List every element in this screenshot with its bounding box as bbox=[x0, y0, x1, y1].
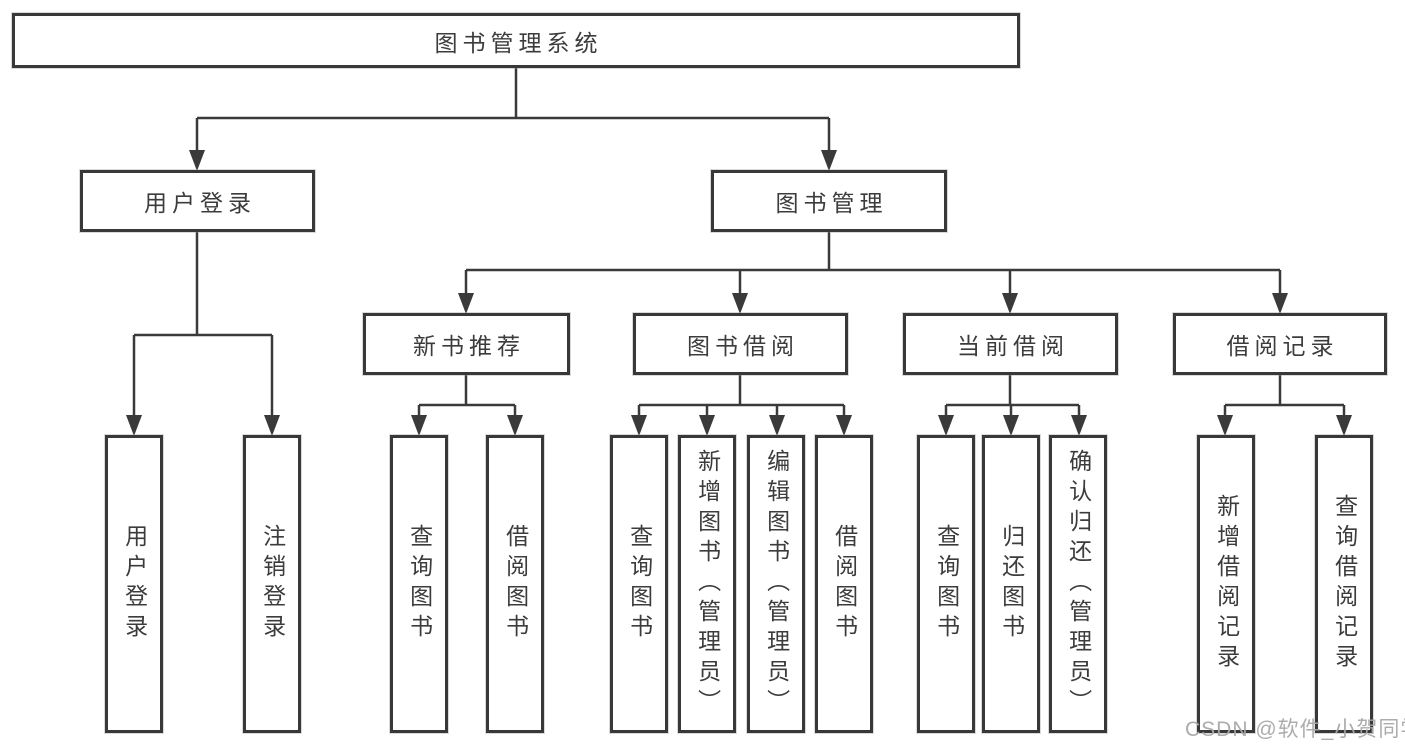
node-leaf-query-books-2: 查询图书 bbox=[610, 435, 668, 733]
node-label: 借阅图书 bbox=[502, 524, 529, 644]
node-label: 用户登录 bbox=[144, 190, 256, 216]
node-label: 图书借阅 bbox=[687, 333, 799, 359]
node-leaf-edit-books-admin: 编辑图书（管理员） bbox=[747, 435, 805, 733]
node-book-borrow: 图书借阅 bbox=[633, 313, 848, 375]
node-library-management-system: 图书管理系统 bbox=[12, 13, 1020, 68]
node-borrow-records: 借阅记录 bbox=[1173, 313, 1387, 375]
node-label: 借阅图书 bbox=[831, 524, 858, 644]
node-label: 确认归还（管理员） bbox=[1065, 449, 1092, 719]
node-leaf-query-books: 查询图书 bbox=[390, 435, 448, 733]
node-leaf-query-books-3: 查询图书 bbox=[917, 435, 975, 733]
node-label: 查询借阅记录 bbox=[1331, 494, 1358, 674]
node-label: 图书管理系统 bbox=[434, 29, 603, 56]
node-user-login: 用户登录 bbox=[80, 170, 315, 232]
node-label: 新增借阅记录 bbox=[1213, 494, 1240, 674]
node-new-book-recommend: 新书推荐 bbox=[363, 313, 570, 375]
node-label: 查询图书 bbox=[406, 524, 433, 644]
node-label: 用户登录 bbox=[121, 524, 148, 644]
node-current-borrow: 当前借阅 bbox=[903, 313, 1118, 375]
node-label: 注销登录 bbox=[259, 524, 286, 644]
node-leaf-return-books: 归还图书 bbox=[982, 435, 1040, 733]
node-leaf-borrow-books: 借阅图书 bbox=[486, 435, 544, 733]
node-label: 查询图书 bbox=[933, 524, 960, 644]
node-leaf-logout: 注销登录 bbox=[243, 435, 301, 733]
node-label: 借阅记录 bbox=[1226, 333, 1339, 359]
node-leaf-add-books-admin: 新增图书（管理员） bbox=[678, 435, 736, 733]
watermark: CSDN @软件_小贺同学 bbox=[1185, 718, 1405, 741]
node-leaf-add-borrow-record: 新增借阅记录 bbox=[1197, 435, 1255, 733]
node-label: 归还图书 bbox=[998, 524, 1025, 644]
node-book-management: 图书管理 bbox=[711, 170, 947, 232]
node-label: 图书管理 bbox=[775, 190, 888, 216]
node-label: 当前借阅 bbox=[957, 333, 1069, 359]
node-leaf-confirm-return-admin: 确认归还（管理员） bbox=[1049, 435, 1107, 733]
arrowheads bbox=[126, 150, 1352, 436]
node-leaf-user-login: 用户登录 bbox=[105, 435, 163, 733]
node-label: 新书推荐 bbox=[413, 333, 525, 359]
node-label: 编辑图书（管理员） bbox=[763, 449, 790, 719]
node-leaf-borrow-books-2: 借阅图书 bbox=[815, 435, 873, 733]
node-label: 新增图书（管理员） bbox=[694, 449, 721, 719]
node-label: 查询图书 bbox=[626, 524, 653, 644]
node-leaf-query-borrow-record: 查询借阅记录 bbox=[1315, 435, 1373, 733]
